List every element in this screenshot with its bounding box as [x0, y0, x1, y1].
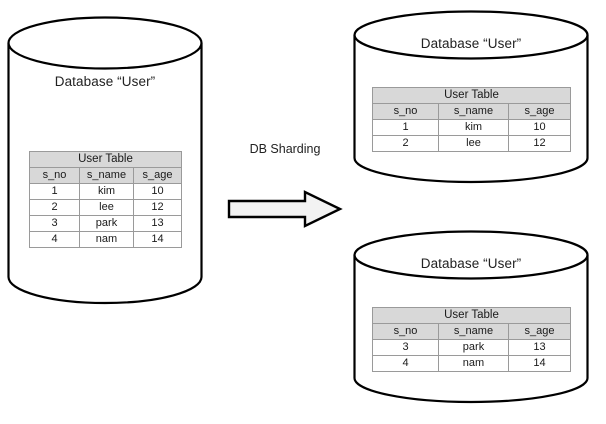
table-header-row: s_no s_name s_age	[29, 167, 183, 184]
table-row: 2 lee 12	[29, 199, 183, 216]
cell-s-no: 1	[372, 119, 439, 136]
cell-s-no: 2	[372, 135, 439, 152]
table-row: 3 park 13	[29, 215, 183, 232]
cell-s-age: 12	[132, 199, 183, 216]
table-header-row: s_no s_name s_age	[372, 323, 572, 340]
cell-s-no: 4	[29, 231, 80, 248]
table-title: User Table	[371, 87, 572, 104]
shard-bottom-cylinder: Database “User” User Table s_no s_name s…	[353, 230, 589, 404]
cell-s-name: nam	[79, 231, 134, 248]
column-header-s-name: s_name	[79, 167, 134, 184]
table-row: 3 park 13	[372, 339, 572, 356]
cell-s-no: 3	[29, 215, 80, 232]
table-title: User Table	[28, 151, 183, 168]
column-header-s-no: s_no	[372, 103, 439, 120]
source-database-label: Database “User”	[54, 74, 156, 89]
column-header-s-name: s_name	[438, 103, 509, 120]
column-header-s-no: s_no	[29, 167, 80, 184]
table-row: 1 kim 10	[29, 183, 183, 200]
table-row: 1 kim 10	[372, 119, 572, 136]
cell-s-age: 14	[132, 231, 183, 248]
cell-s-no: 4	[372, 355, 439, 372]
cell-s-age: 13	[132, 215, 183, 232]
table-row: 4 nam 14	[372, 355, 572, 372]
cell-s-age: 10	[132, 183, 183, 200]
cell-s-no: 1	[29, 183, 80, 200]
table-title: User Table	[371, 307, 572, 324]
table-header-row: s_no s_name s_age	[372, 103, 572, 120]
column-header-s-age: s_age	[507, 323, 572, 340]
shard-bottom-label: Database “User”	[420, 256, 522, 271]
table-row: 4 nam 14	[29, 231, 183, 248]
shard-top-cylinder: Database “User” User Table s_no s_name s…	[353, 10, 589, 184]
table-title-row: User Table	[371, 307, 572, 324]
sharding-arrow	[227, 190, 343, 228]
shard-top-label: Database “User”	[420, 36, 522, 51]
column-header-s-age: s_age	[132, 167, 183, 184]
cell-s-name: lee	[438, 135, 509, 152]
cell-s-name: park	[79, 215, 134, 232]
source-user-table: User Table s_no s_name s_age 1 kim 10 2 …	[28, 151, 183, 248]
cell-s-no: 2	[29, 199, 80, 216]
column-header-s-name: s_name	[438, 323, 509, 340]
column-header-s-no: s_no	[372, 323, 439, 340]
cell-s-no: 3	[372, 339, 439, 356]
shard-top-user-table: User Table s_no s_name s_age 1 kim 10 2 …	[371, 87, 572, 152]
cell-s-name: nam	[438, 355, 509, 372]
cell-s-age: 14	[507, 355, 572, 372]
cell-s-name: lee	[79, 199, 134, 216]
table-row: 2 lee 12	[372, 135, 572, 152]
db-sharding-label: DB Sharding	[249, 142, 321, 156]
table-title-row: User Table	[371, 87, 572, 104]
cell-s-age: 13	[507, 339, 572, 356]
table-title-row: User Table	[28, 151, 183, 168]
cell-s-name: kim	[79, 183, 134, 200]
shard-bottom-user-table: User Table s_no s_name s_age 3 park 13 4…	[371, 307, 572, 372]
source-database-cylinder: Database “User” User Table s_no s_name s…	[7, 16, 203, 305]
cell-s-age: 10	[507, 119, 572, 136]
cell-s-name: kim	[438, 119, 509, 136]
cell-s-age: 12	[507, 135, 572, 152]
column-header-s-age: s_age	[507, 103, 572, 120]
cell-s-name: park	[438, 339, 509, 356]
